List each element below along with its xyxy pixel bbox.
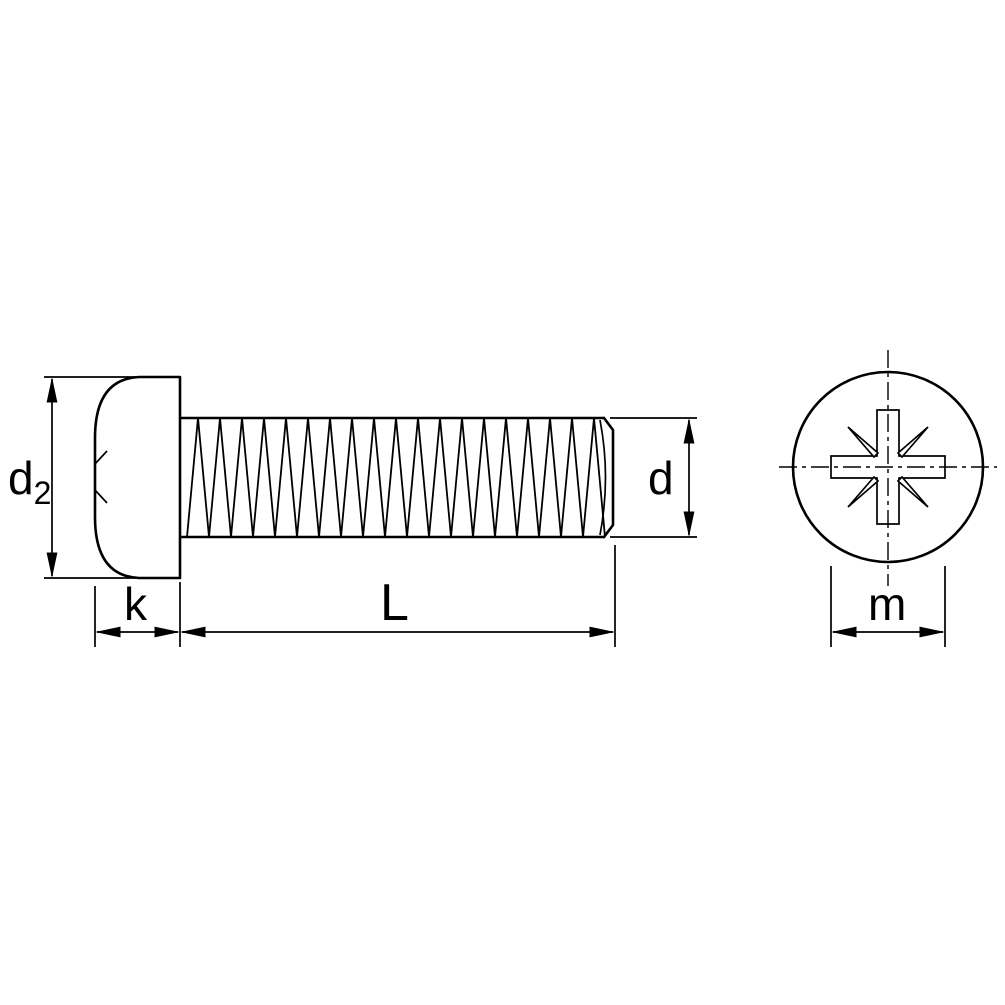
label-L: L xyxy=(380,574,409,632)
label-m: m xyxy=(868,578,906,630)
end-view xyxy=(779,350,997,586)
screw-head-outline xyxy=(93,375,182,580)
pozidriv-cross xyxy=(830,409,946,525)
dimension-d2: d2 xyxy=(8,376,137,579)
head-circle xyxy=(791,370,985,564)
thread-zigzag xyxy=(186,417,606,538)
side-view xyxy=(93,375,615,580)
pozidriv-wedge-lower-right xyxy=(896,475,929,508)
pozidriv-wedge-upper-left xyxy=(847,426,880,459)
thread-runout-curve xyxy=(599,419,607,536)
pozidriv-wedge-upper-right xyxy=(896,426,929,459)
screw-tip-chamfer xyxy=(602,416,615,539)
dimension-L: L xyxy=(180,545,616,647)
label-d2: d2 xyxy=(8,452,51,511)
dimension-k: k xyxy=(94,578,181,647)
dimension-d: d xyxy=(610,417,697,538)
pozidriv-wedge-lower-left xyxy=(847,475,880,508)
label-k: k xyxy=(124,578,148,630)
dimension-m: m xyxy=(830,566,946,647)
label-d: d xyxy=(648,452,674,504)
recess-slit-side xyxy=(94,450,108,504)
